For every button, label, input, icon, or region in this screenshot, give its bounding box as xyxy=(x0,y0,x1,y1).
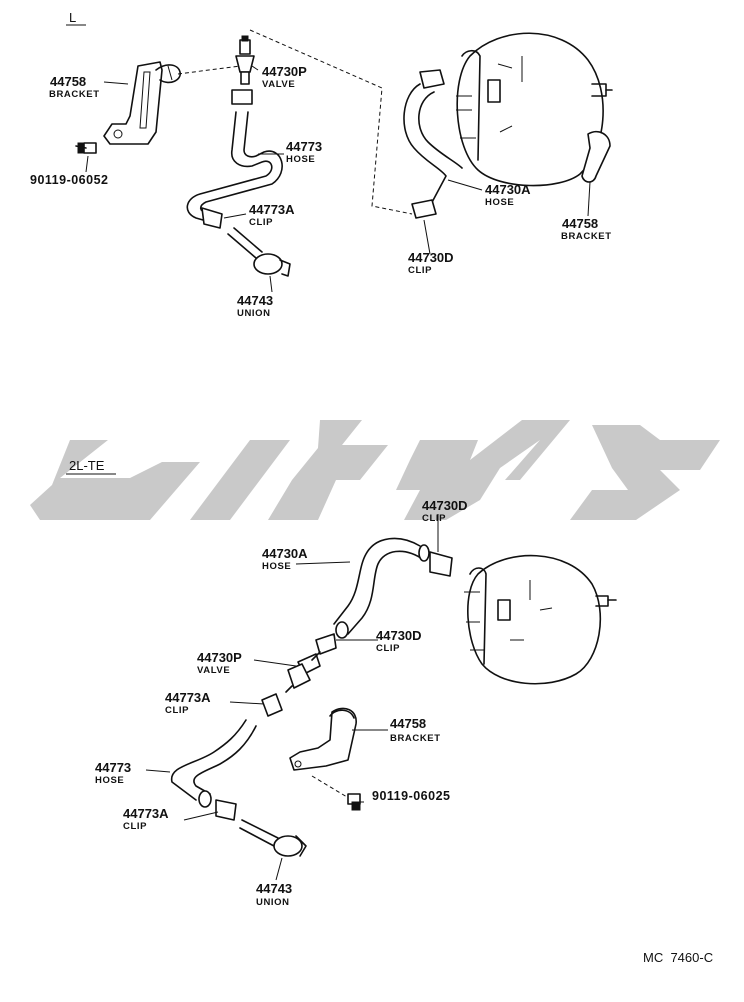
brake-booster-bottom xyxy=(464,554,617,685)
callout-bottom-bolt-number: 90119-06025 xyxy=(372,789,451,803)
callout-top-clip-d-name: CLIP xyxy=(408,265,432,276)
hose-a-bottom-part xyxy=(333,537,421,625)
callout-bottom-union-number: 44743 xyxy=(256,881,292,896)
callout-top-valve-name: VALVE xyxy=(262,79,295,90)
dashed-link xyxy=(177,65,241,75)
section-label-top: L xyxy=(69,10,76,25)
callout-top-hose-number: 44773 xyxy=(286,139,322,154)
bracket-bottom-part xyxy=(289,707,357,771)
callout-bottom-clip-a-bottom-name: CLIP xyxy=(123,821,147,832)
callout-bottom-hose-name: HOSE xyxy=(95,775,124,786)
callout-bottom-hose-number: 44773 xyxy=(95,760,131,775)
callout-bottom-hose-a-number: 44730A xyxy=(262,546,308,561)
callout-top-hose-name: HOSE xyxy=(286,154,315,165)
callout-bottom-clip-d-top-number: 44730D xyxy=(422,498,468,513)
callout-bottom-valve-number: 44730P xyxy=(197,650,242,665)
callout-bottom-clip-d-number: 44730D xyxy=(376,628,422,643)
figure-code: MC 7460-C xyxy=(643,950,713,965)
callout-bottom-clip-d-name: CLIP xyxy=(376,643,400,654)
callout-top-union-number: 44743 xyxy=(237,293,273,308)
valve-part xyxy=(231,35,255,105)
callout-bottom-valve-name: VALVE xyxy=(197,665,230,676)
hose-a-part xyxy=(403,83,447,207)
union-bottom-part xyxy=(239,819,307,857)
bracket-right-part xyxy=(581,130,611,183)
callout-bottom-clip-d-top-name: CLIP xyxy=(422,513,446,524)
section-label-bottom: 2L-TE xyxy=(69,458,105,473)
hose-part xyxy=(186,111,273,223)
callout-top-clip-d-number: 44730D xyxy=(408,250,454,265)
callout-top-valve-number: 44730P xyxy=(262,64,307,79)
bolt-bottom-part xyxy=(311,775,361,811)
clip-part xyxy=(201,207,223,229)
callout-bottom-clip-a-bottom-number: 44773A xyxy=(123,806,169,821)
watermark-logo xyxy=(30,420,720,520)
callout-top-bolt-number: 90119-06052 xyxy=(30,173,109,187)
clip-d-part xyxy=(411,199,437,219)
callout-top-hose-a-number: 44730A xyxy=(485,182,531,197)
clip-a-top-part xyxy=(261,693,283,717)
callout-bottom-bracket-name: BRACKET xyxy=(390,733,441,744)
callout-top-bracket-right-name: BRACKET xyxy=(561,231,612,242)
section-top: L xyxy=(30,10,613,319)
callout-bottom-hose-a-name: HOSE xyxy=(262,561,291,572)
callout-bottom-clip-a-top-name: CLIP xyxy=(165,705,189,716)
callout-bottom-clip-a-top-number: 44773A xyxy=(165,690,211,705)
bolt-part xyxy=(75,142,97,154)
callout-top-bracket-name: BRACKET xyxy=(49,89,100,100)
callout-top-union-name: UNION xyxy=(237,308,271,319)
callout-top-bracket-number: 44758 xyxy=(50,74,86,89)
brake-booster xyxy=(456,32,613,187)
section-bottom: 2L-TE xyxy=(66,458,617,908)
clip-d-bottom-part xyxy=(315,633,337,655)
valve-bottom-part xyxy=(285,651,321,693)
callout-bottom-union-name: UNION xyxy=(256,897,290,908)
callout-bottom-bracket-number: 44758 xyxy=(390,716,426,731)
union-part xyxy=(227,227,291,277)
hose-bottom-part xyxy=(170,719,247,801)
bracket-part xyxy=(103,61,181,145)
clip-d-top-part xyxy=(429,551,453,577)
callout-top-bracket-right-number: 44758 xyxy=(562,216,598,231)
callout-top-clip-a-number: 44773A xyxy=(249,202,295,217)
callout-top-clip-a-name: CLIP xyxy=(249,217,273,228)
callout-top-hose-a-name: HOSE xyxy=(485,197,514,208)
clip-a-bottom-part xyxy=(215,799,237,821)
